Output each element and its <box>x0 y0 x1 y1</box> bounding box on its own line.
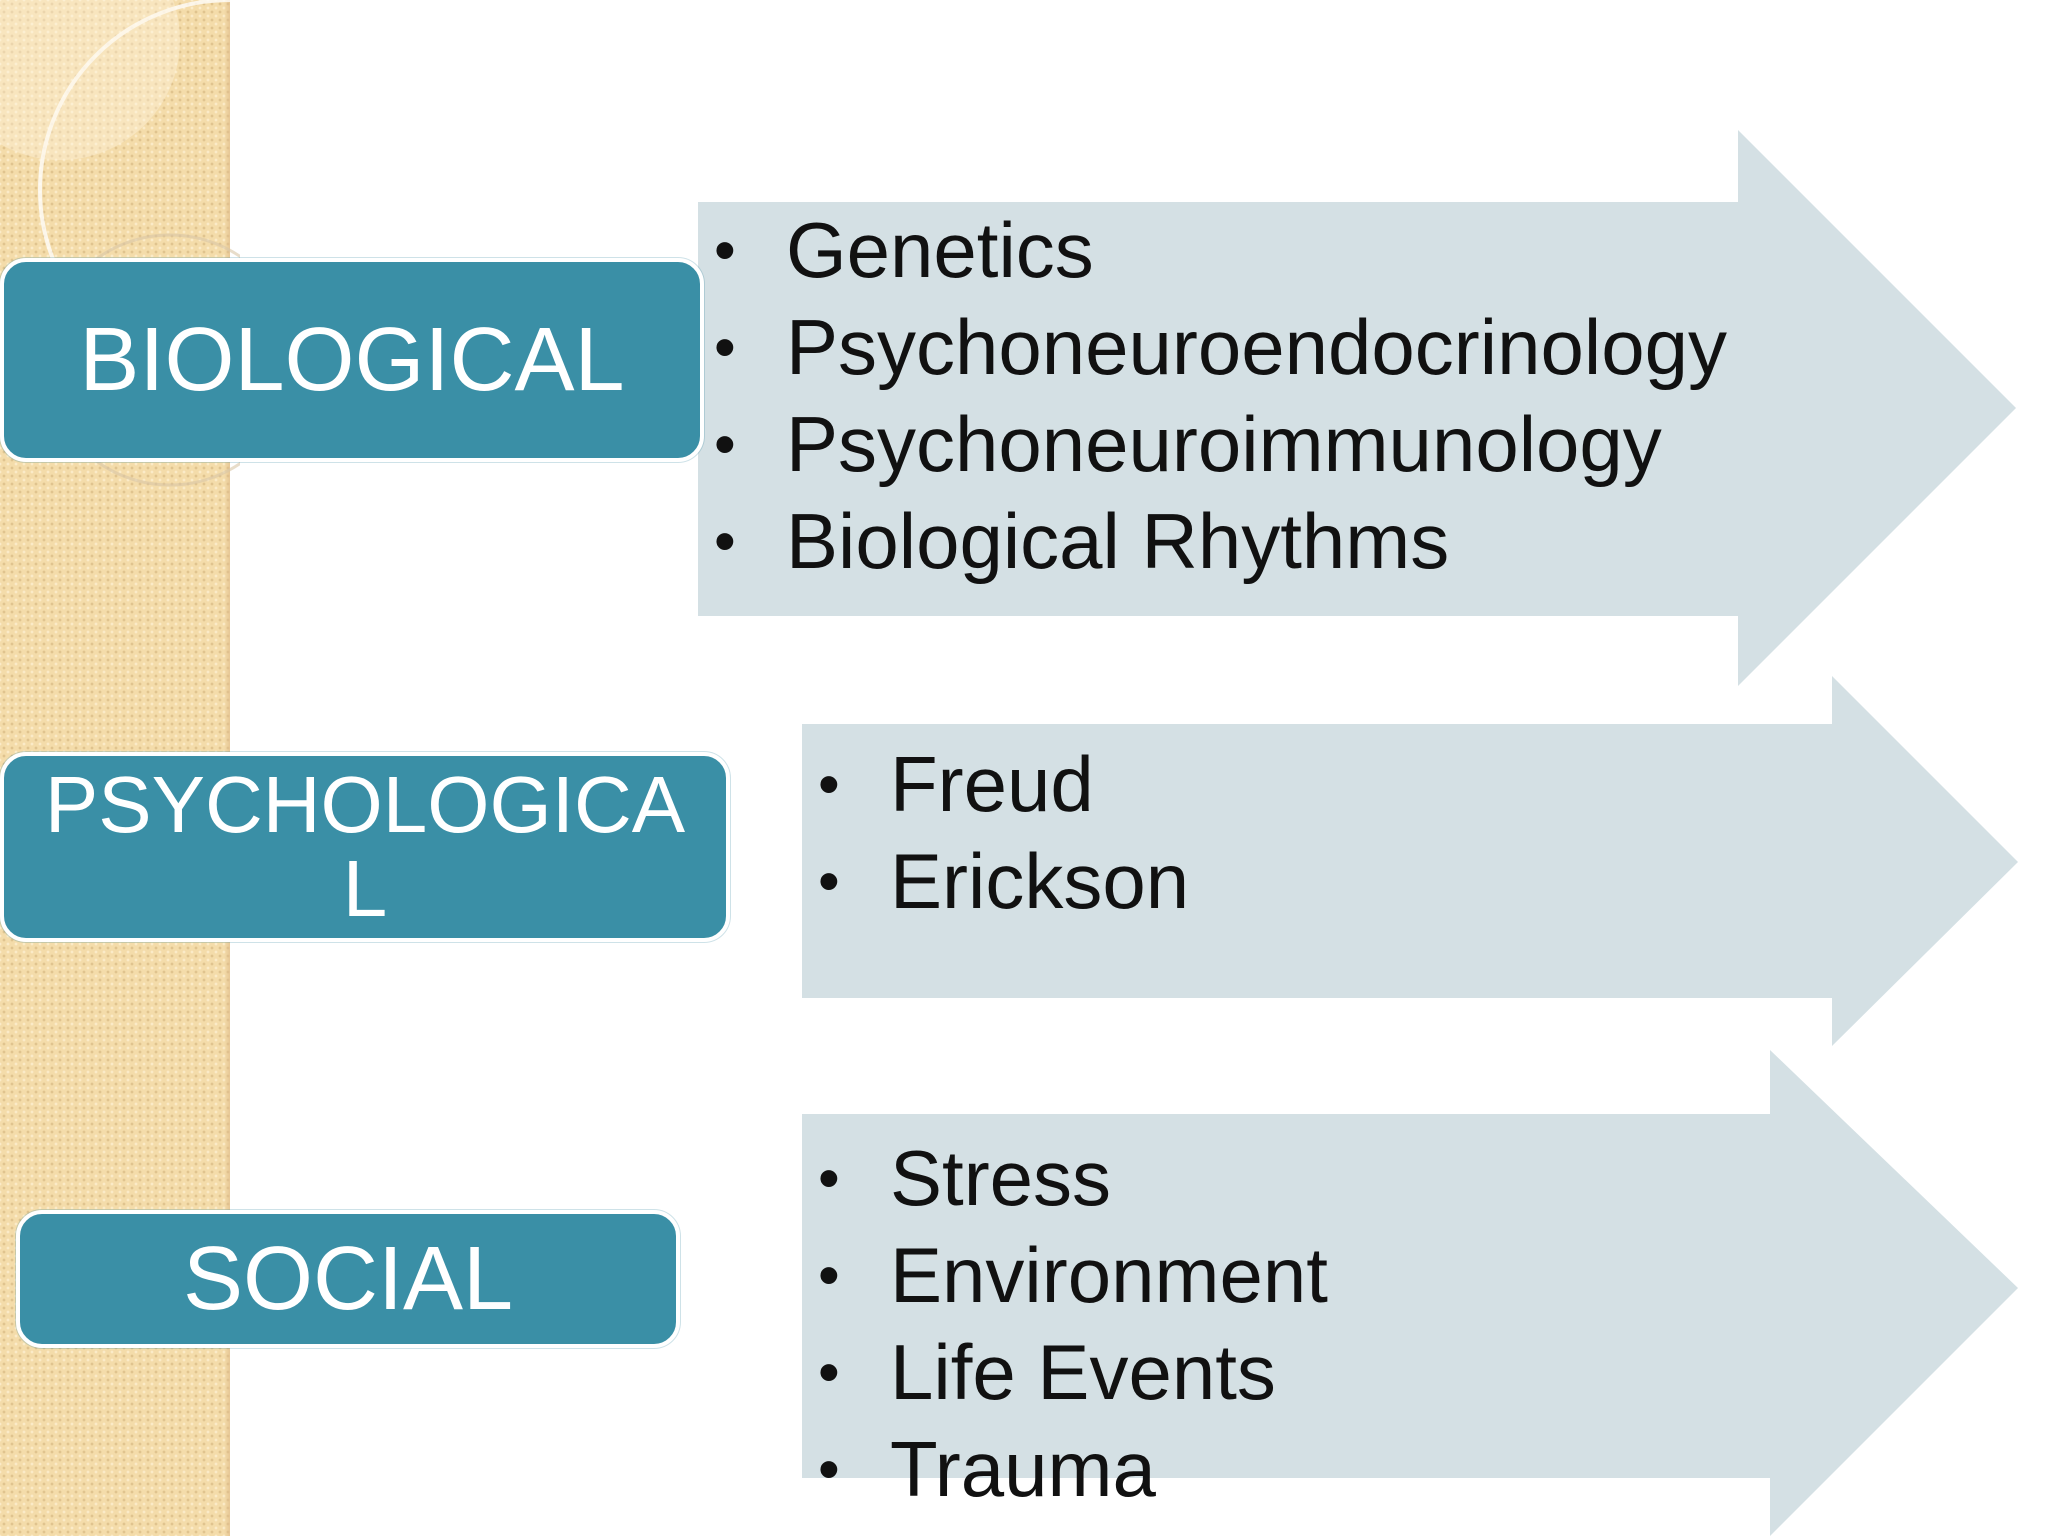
list-item: Environment <box>818 1227 1328 1324</box>
psychological-label-box: PSYCHOLOGICAL <box>0 752 730 942</box>
list-item: Life Events <box>818 1324 1328 1421</box>
list-item: Biological Rhythms <box>714 493 1727 590</box>
biological-label: BIOLOGICAL <box>79 309 625 410</box>
psychological-label: PSYCHOLOGICAL <box>44 760 686 933</box>
list-item: Trauma <box>818 1421 1328 1518</box>
social-factors-list: Stress Environment Life Events Trauma <box>818 1130 1328 1518</box>
biological-label-box: BIOLOGICAL <box>0 258 704 462</box>
list-item: Genetics <box>714 202 1727 299</box>
list-item: Stress <box>818 1130 1328 1227</box>
list-item: Freud <box>818 736 1189 833</box>
biological-factors-list: Genetics Psychoneuroendocrinology Psycho… <box>714 202 1727 590</box>
social-label: SOCIAL <box>182 1228 514 1329</box>
social-label-box: SOCIAL <box>16 1210 680 1348</box>
list-item: Psychoneuroimmunology <box>714 396 1727 493</box>
list-item: Erickson <box>818 833 1189 930</box>
list-item: Psychoneuroendocrinology <box>714 299 1727 396</box>
psychological-factors-list: Freud Erickson <box>818 736 1189 930</box>
